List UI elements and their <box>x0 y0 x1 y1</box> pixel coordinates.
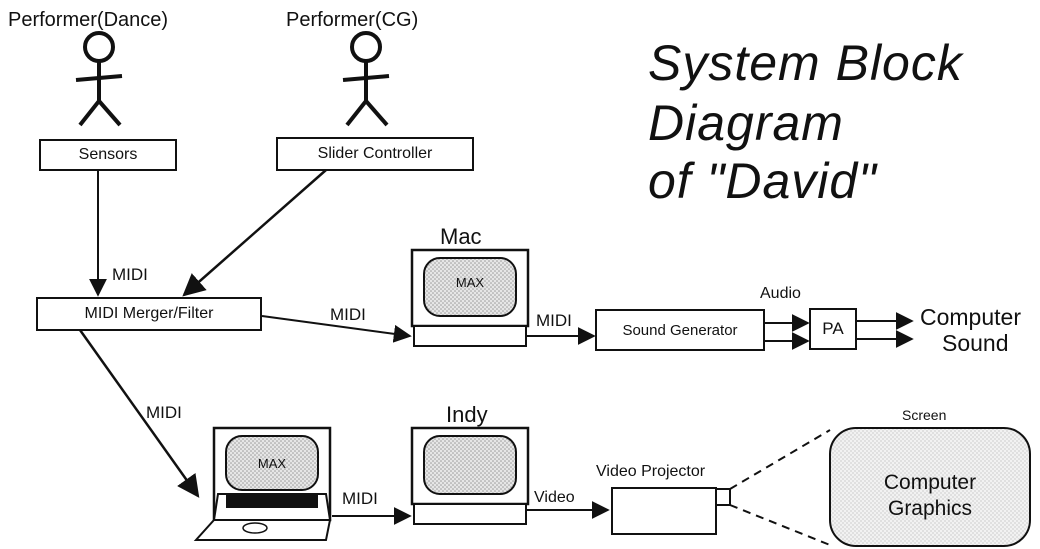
projection-screen <box>829 427 1031 547</box>
mac-label: Mac <box>440 224 482 249</box>
computer-graphics-label-line1: Computer <box>883 471 977 494</box>
sensors-box <box>39 139 177 171</box>
screen-label: Screen <box>902 407 947 423</box>
midi-merger-box <box>36 297 262 331</box>
slider-to-merger-arrow <box>182 169 327 297</box>
sound-generator-label: Sound Generator <box>622 321 738 339</box>
computer-sound-label-line1: Computer <box>920 304 1021 330</box>
performer-cg-figure <box>342 31 390 127</box>
midi-laptop-out-label: MIDI <box>342 489 378 508</box>
sound-generator-box <box>595 309 765 351</box>
midi-mac-out-label: MIDI <box>536 311 572 330</box>
midi-to-laptop-label: MIDI <box>146 403 182 422</box>
laptop-computer <box>193 426 332 541</box>
mac-screen <box>423 257 517 317</box>
slider-controller-label: Slider Controller <box>317 145 433 162</box>
diagram-title-line3: of "David" <box>648 153 877 209</box>
performer-dance-label: Performer(Dance) <box>8 9 169 31</box>
video-projector-label: Video Projector <box>596 463 706 480</box>
indy-screen <box>423 435 517 495</box>
midi-to-mac-label: MIDI <box>330 305 366 324</box>
sensors-label: Sensors <box>78 146 138 163</box>
merger-to-mac-arrow <box>261 315 412 343</box>
merger-to-laptop-arrow <box>78 329 200 498</box>
diagram-title-line2: Diagram <box>648 95 844 151</box>
laptop-screen-label: MAX <box>257 455 287 471</box>
performer-dance-figure <box>75 31 123 127</box>
audio-label: Audio <box>760 285 801 302</box>
laptop-screen <box>225 435 319 491</box>
performer-cg-label: Performer(CG) <box>286 9 419 31</box>
projection-line-bottom <box>729 504 831 546</box>
projection-line-top <box>729 429 831 490</box>
indy-computer <box>410 426 530 525</box>
pa-box <box>809 308 857 350</box>
diagram-title-line1: System Block <box>648 35 963 91</box>
pa-label: PA <box>822 319 844 338</box>
mac-screen-label: MAX <box>455 274 485 290</box>
midi-merger-label: MIDI Merger/Filter <box>84 305 214 322</box>
indy-label: Indy <box>446 402 488 427</box>
mac-computer <box>410 248 530 347</box>
computer-graphics-label-line2: Graphics <box>887 497 973 520</box>
video-projector <box>611 487 731 535</box>
midi-merge-label: MIDI <box>112 265 148 284</box>
slider-controller-box <box>276 137 474 171</box>
computer-sound-label-line2: Sound <box>942 330 1009 356</box>
video-label: Video <box>534 489 575 506</box>
